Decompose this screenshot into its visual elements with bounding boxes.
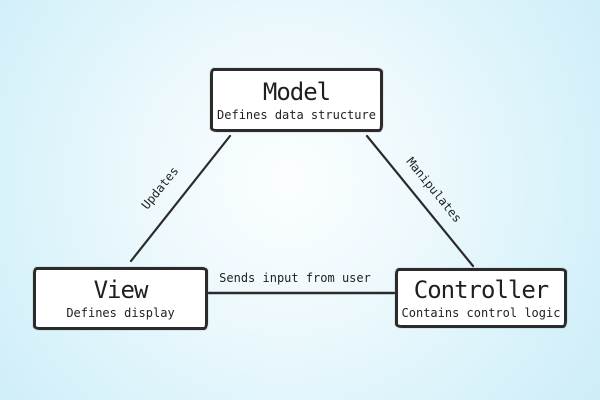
node-controller-title: Controller bbox=[413, 275, 549, 304]
edge-label-sends-input: Sends input from user bbox=[219, 271, 371, 285]
node-model-subtitle: Defines data structure bbox=[217, 107, 376, 122]
node-view-title: View bbox=[93, 276, 149, 304]
node-model-title: Model bbox=[262, 77, 331, 106]
node-controller: Controller Contains control logic bbox=[395, 268, 567, 328]
node-model: Model Defines data structure bbox=[210, 68, 383, 132]
edge-model-controller-line bbox=[365, 134, 475, 268]
edge-model-view-line bbox=[129, 134, 232, 263]
node-view: View Defines display bbox=[33, 267, 208, 330]
node-controller-subtitle: Contains control logic bbox=[401, 305, 561, 320]
node-view-subtitle: Defines display bbox=[66, 306, 175, 320]
